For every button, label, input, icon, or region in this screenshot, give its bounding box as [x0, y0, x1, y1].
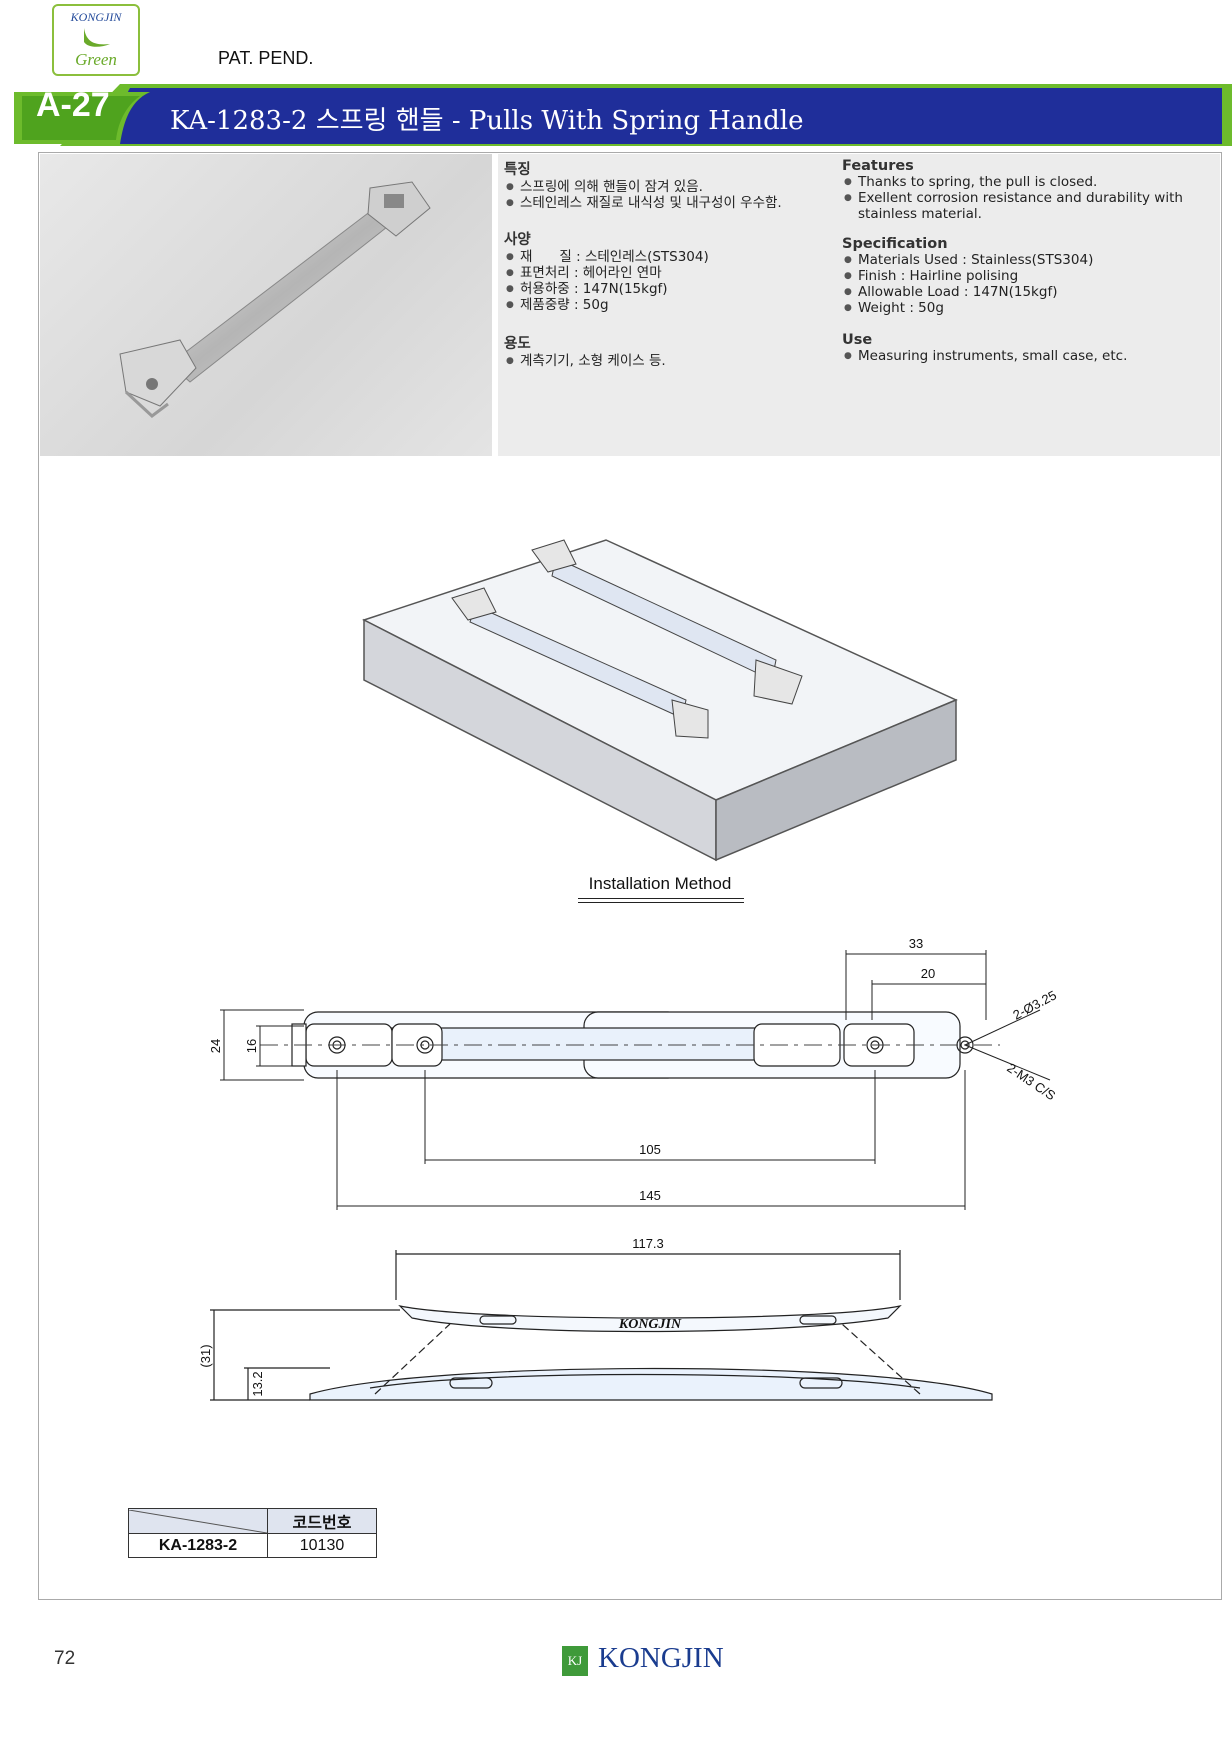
en-spec-item: Materials Used : Stainless(STS304)	[842, 252, 1093, 268]
en-features-heading: Features	[842, 158, 914, 174]
model-cell: KA-1283-2	[128, 1533, 268, 1558]
code-table: 코드번호 KA-1283-2 10130	[128, 1508, 377, 1558]
page-number: 72	[54, 1648, 76, 1669]
en-use-item: Measuring instruments, small case, etc.	[842, 348, 1127, 364]
leaf-icon	[84, 28, 110, 47]
footer-brand: KONGJIN	[598, 1642, 724, 1674]
dim-105: 105	[639, 1142, 661, 1157]
hole-diameter-label: 2-Ø3.25	[1010, 987, 1059, 1022]
dim-117-3: 117.3	[632, 1236, 664, 1251]
kj-logo-icon: KJ	[562, 1646, 588, 1676]
countersink-label: 2-M3 C/S	[1004, 1060, 1058, 1103]
ko-spec-heading: 사양	[504, 232, 531, 248]
title-banner	[14, 84, 1232, 146]
en-spec-item: Allowable Load : 147N(15kgf)	[842, 284, 1093, 300]
installation-illustration	[362, 539, 958, 862]
logo-top-text: KONGJIN	[70, 10, 122, 24]
logo-bottom-text: Green	[75, 50, 117, 69]
caption-underline	[578, 902, 744, 903]
dim-33: 33	[909, 936, 923, 951]
patent-pending: PAT. PEND.	[218, 48, 314, 68]
dim-13-2: 13.2	[250, 1371, 265, 1396]
section-code: A-27	[36, 86, 110, 124]
en-spec-item: Finish : Hairline polising	[842, 268, 1093, 284]
content-frame	[38, 152, 1222, 1600]
en-spec-item: Weight : 50g	[842, 300, 1093, 316]
ko-features-heading: 특징	[504, 162, 531, 178]
product-photo	[40, 154, 492, 456]
dim-16: 16	[244, 1039, 259, 1053]
dim-20: 20	[921, 966, 935, 981]
ko-spec-item: 재 질 : 스테인레스(STS304)	[504, 249, 709, 265]
table-corner-cell	[128, 1508, 268, 1534]
en-feature-item: Thanks to spring, the pull is closed.	[842, 174, 1214, 190]
ko-spec-item: 표면처리 : 헤어라인 연마	[504, 265, 709, 281]
dim-24: 24	[208, 1039, 223, 1053]
ko-feature-item: 스테인레스 재질로 내식성 및 내구성이 우수함.	[504, 195, 782, 211]
dim-31: (31)	[198, 1344, 213, 1367]
engraved-brand: KONGJIN	[618, 1317, 682, 1332]
english-info-panel: Features Thanks to spring, the pull is c…	[836, 154, 1220, 456]
code-number-header: 코드번호	[267, 1508, 377, 1534]
en-use-heading: Use	[842, 332, 873, 348]
korean-info-panel: 특징 스프링에 의해 핸들이 잠겨 있음. 스테인레스 재질로 내식성 및 내구…	[498, 154, 836, 456]
ko-use-item: 계측기기, 소형 케이스 등.	[504, 353, 666, 369]
ko-spec-item: 제품중량 : 50g	[504, 297, 709, 313]
kongjin-green-logo: KONGJIN Green	[52, 4, 140, 76]
en-spec-heading: Specification	[842, 236, 948, 252]
page-title: KA-1283-2 스프링 핸들 - Pulls With Spring Han…	[170, 106, 804, 136]
en-feature-item: Exellent corrosion resistance and durabi…	[842, 190, 1214, 222]
ko-use-heading: 용도	[504, 336, 531, 352]
ko-spec-item: 허용하중 : 147N(15kgf)	[504, 281, 709, 297]
ko-feature-item: 스프링에 의해 핸들이 잠겨 있음.	[504, 179, 782, 195]
spring-handle-image	[119, 181, 431, 418]
installation-method-caption: Installation Method	[588, 874, 732, 893]
dim-145: 145	[639, 1188, 661, 1203]
technical-drawing: 33 20 24 16 105 145 2-Ø3.25 2-M3 C/S 117…	[198, 936, 1059, 1401]
caption-underline	[578, 898, 744, 899]
code-cell: 10130	[267, 1533, 377, 1558]
